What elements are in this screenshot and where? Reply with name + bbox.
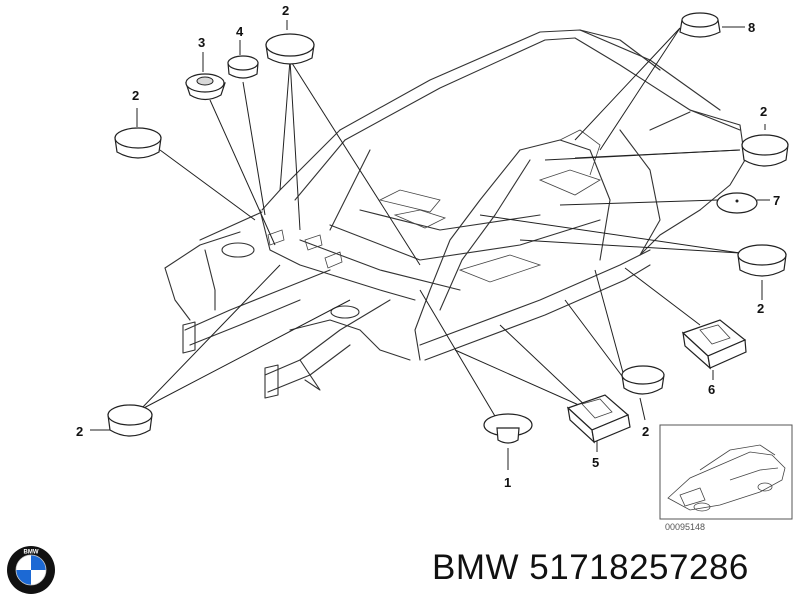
callout-3: 3 <box>198 35 205 50</box>
callout-labels: 8 2 7 2 6 2 5 1 2 2 3 4 2 <box>76 3 780 490</box>
plug-2-left-icon <box>114 127 162 159</box>
callout-7: 7 <box>773 193 780 208</box>
plug-2-bottom-right-icon <box>621 365 665 395</box>
car-body-outline <box>164 29 746 399</box>
callout-4: 4 <box>236 24 244 39</box>
plug-5-icon <box>566 394 631 444</box>
logo-text: BMW <box>24 550 39 556</box>
inset-car-icon <box>667 444 786 512</box>
inset-thumbnail: 00095148 <box>659 424 793 532</box>
callout-1: 1 <box>504 475 511 490</box>
plug-4-icon <box>227 55 259 79</box>
inset-code: 00095148 <box>665 522 705 532</box>
callout-8: 8 <box>748 20 755 35</box>
plug-6-icon <box>681 319 747 370</box>
callout-2-right-top: 2 <box>760 104 767 119</box>
plug-2-right-mid-icon <box>737 244 787 277</box>
plug-2-top-icon <box>265 33 315 65</box>
callout-2-left: 2 <box>132 88 139 103</box>
plug-8-icon <box>679 12 721 38</box>
part-number-title: BMW 51718257286 <box>432 548 749 587</box>
callout-2-bottom-left: 2 <box>76 424 83 439</box>
callout-5: 5 <box>592 455 599 470</box>
plug-1-icon <box>483 413 533 444</box>
callout-6: 6 <box>708 382 715 397</box>
plug-3-icon <box>185 73 226 101</box>
plug-2-right-top-icon <box>741 134 789 167</box>
callout-2-top: 2 <box>282 3 289 18</box>
callout-2-right-mid: 2 <box>757 301 764 316</box>
plug-2-bottom-left-icon <box>107 404 153 437</box>
bmw-roundel-icon: BMW <box>7 546 55 594</box>
plug-7-icon <box>716 192 758 214</box>
callout-2-bottom-right: 2 <box>642 424 649 439</box>
leader-lines <box>90 20 770 470</box>
